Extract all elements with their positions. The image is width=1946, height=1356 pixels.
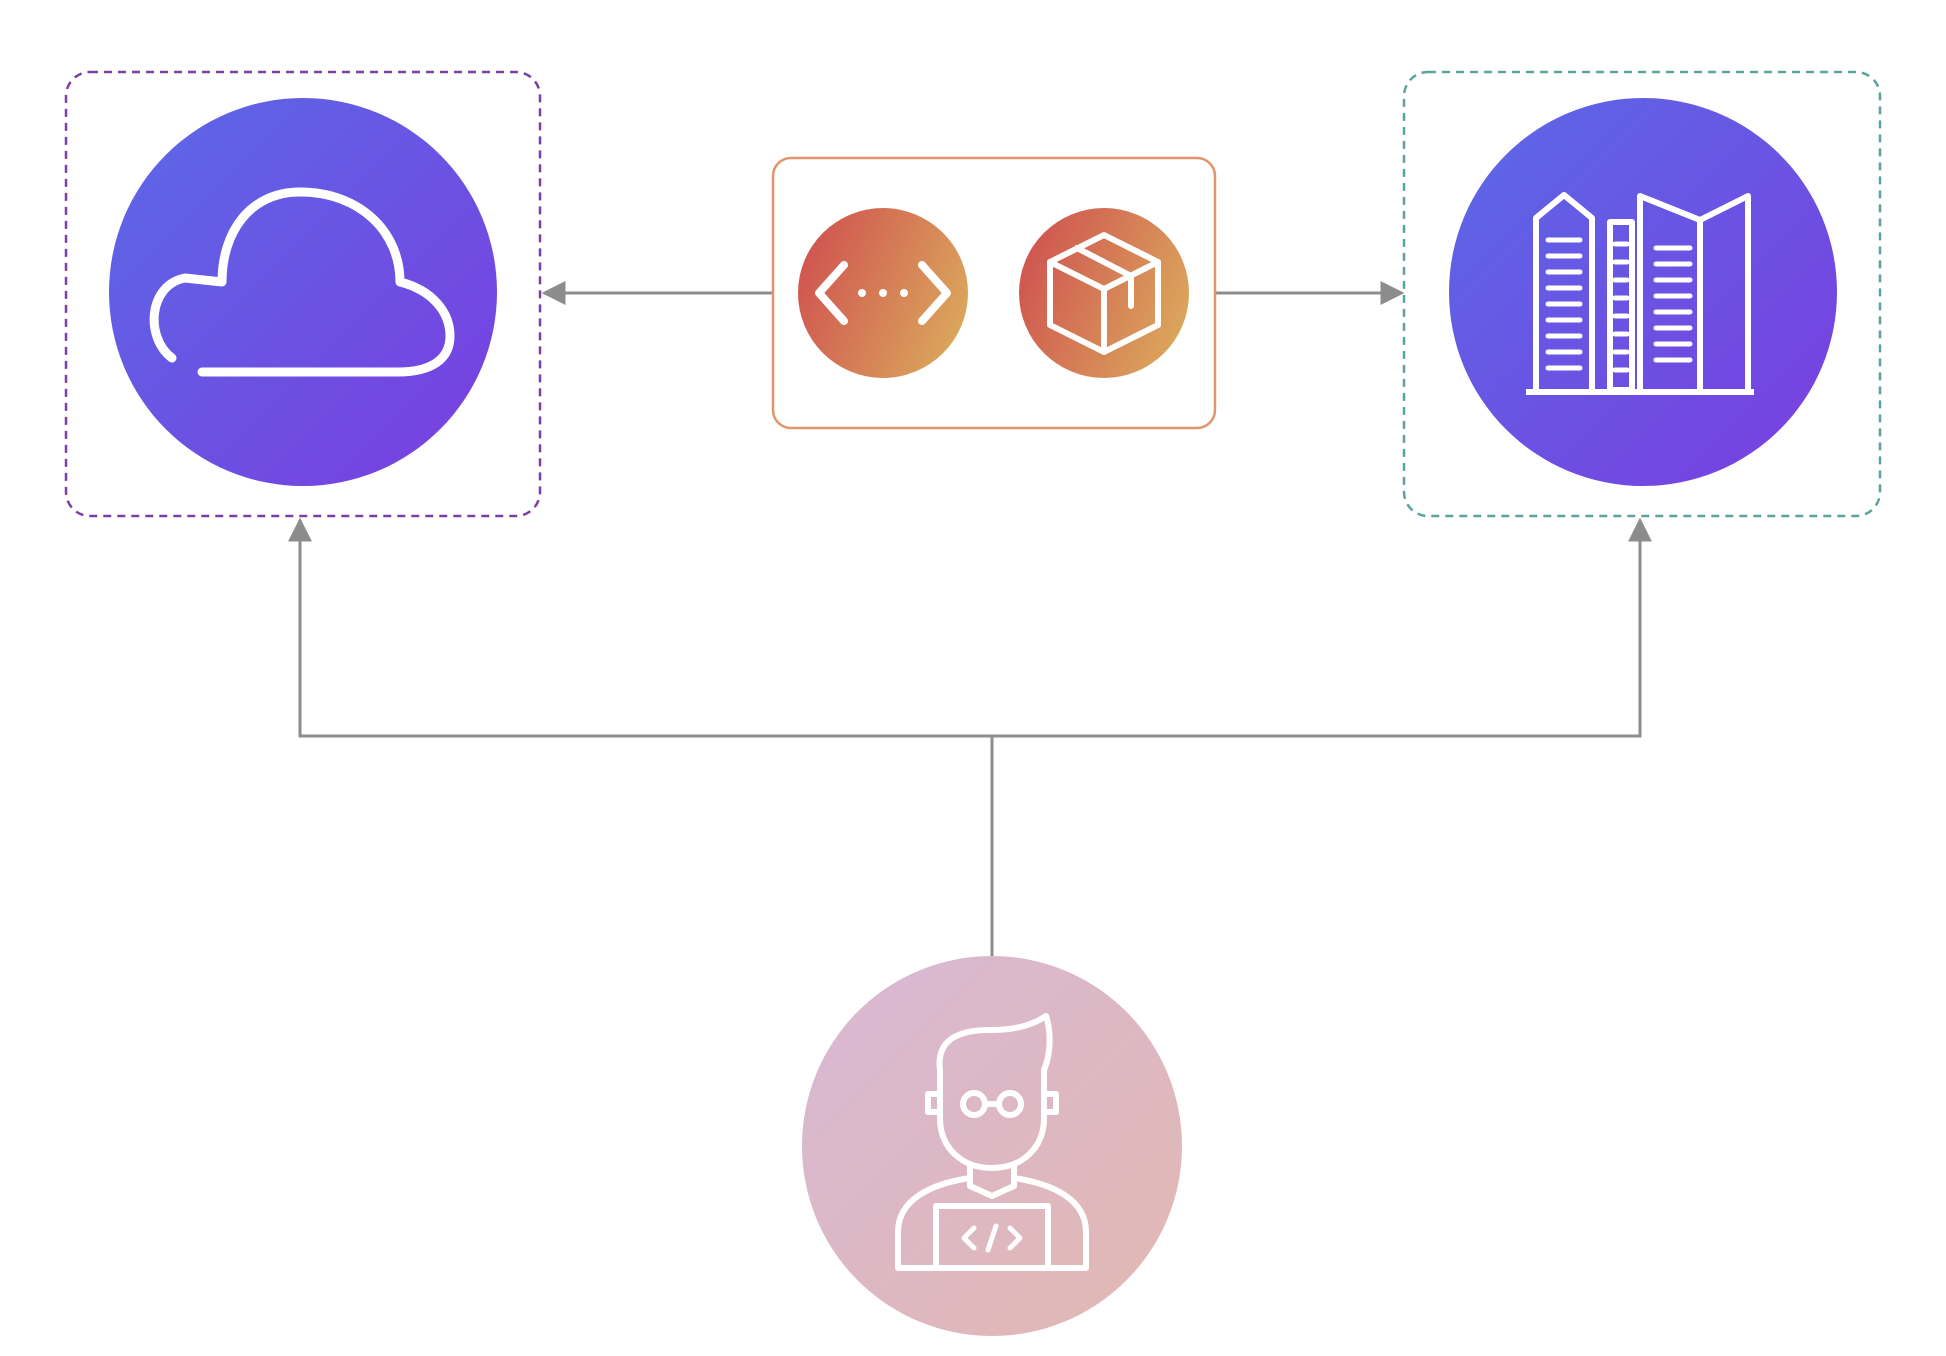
developer-group [802,956,1182,1336]
connector-developer-branch [288,517,1652,738]
cloud-icon [149,187,455,377]
package-icon [1047,232,1161,355]
package-box [771,156,1217,430]
cloud-group [64,70,542,518]
package-box-border [771,156,1217,430]
developer-icon [895,1013,1089,1271]
cloud-node[interactable] [109,98,497,486]
cloud-group-border [64,70,542,518]
on-premises-group [1402,70,1882,518]
connectors [288,281,1652,958]
code-icon [815,261,951,325]
on-premises-group-border [1402,70,1882,518]
developer-node[interactable] [802,956,1182,1336]
office-buildings-icon [1526,192,1754,395]
